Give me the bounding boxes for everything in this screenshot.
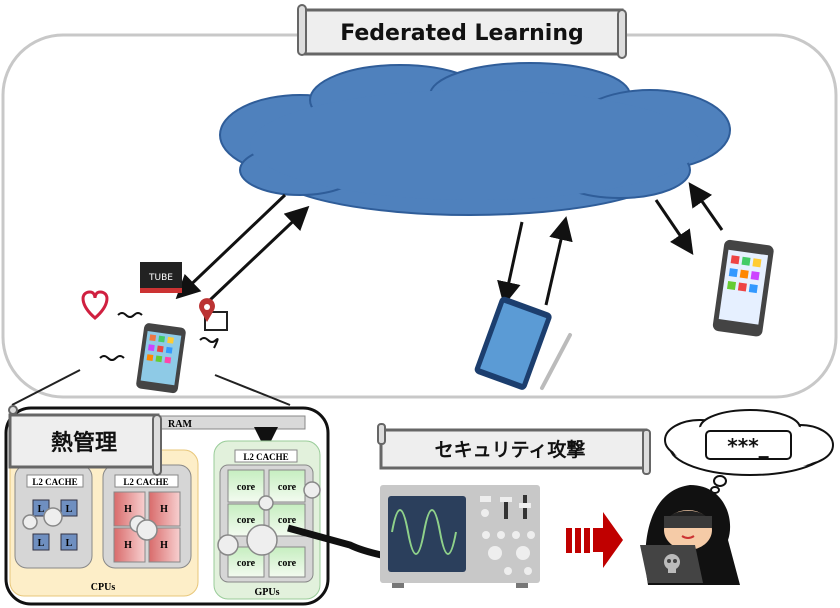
chip-l2-cache: L2 CACHE	[243, 452, 288, 462]
chip-gpu-core: core	[237, 482, 256, 493]
hacker-icon	[640, 485, 740, 585]
chip-gpu-core: core	[237, 558, 256, 569]
devices-video-label: TUBE	[148, 273, 173, 283]
chip-cpu-little-core: L	[66, 504, 73, 515]
password-field: ***_	[727, 434, 768, 458]
chip-l2-cache: L2 CACHE	[123, 477, 168, 487]
location-pin-icon	[198, 298, 228, 331]
chip-gpu-core: core	[278, 515, 297, 526]
chip-cpu-big-core: H	[160, 504, 168, 515]
chip-cpu-big-core: H	[160, 540, 168, 551]
attack-arrow-icon	[566, 512, 623, 568]
chip-gpu-core: core	[237, 515, 256, 526]
communication-arrows	[175, 182, 724, 306]
chip-cpu-big-core: H	[124, 504, 132, 515]
chip-cpu-little-core: L	[38, 538, 45, 549]
chip-cpu-little-core: L	[66, 538, 73, 549]
sensor-signals	[99, 312, 219, 361]
title-banner: Federated Learning	[297, 4, 627, 59]
heat-smoke-icon	[22, 481, 321, 556]
oscilloscope-icon	[380, 485, 540, 588]
heart-icon	[81, 290, 109, 320]
chip-l2-cache: L2 CACHE	[32, 477, 77, 487]
thermal-management-banner: 熱管理	[8, 405, 162, 476]
stylus-icon	[540, 333, 572, 390]
smartphone-icon-right	[712, 239, 774, 337]
chip-cpu-little-core: L	[38, 504, 45, 515]
security-attack-banner: セキュリティ攻撃	[377, 423, 651, 475]
thought-bubble: ***_	[664, 409, 834, 494]
chip-cpus-label: CPUs	[91, 582, 116, 593]
chip-ram: RAM	[168, 419, 192, 430]
title: Federated Learning	[340, 21, 584, 46]
chip-cpu-big-core: H	[124, 540, 132, 551]
video-monitor-icon: TUBE	[140, 262, 182, 293]
smartphone-icon	[136, 323, 186, 394]
sections-thermal: 熱管理	[51, 430, 117, 456]
sections-security: セキュリティ攻撃	[435, 438, 586, 461]
chip-gpus-label: GPUs	[255, 587, 280, 598]
chip-gpu-core: core	[278, 482, 297, 493]
tablet-icon	[474, 296, 552, 390]
chip-gpu-core: core	[278, 558, 297, 569]
